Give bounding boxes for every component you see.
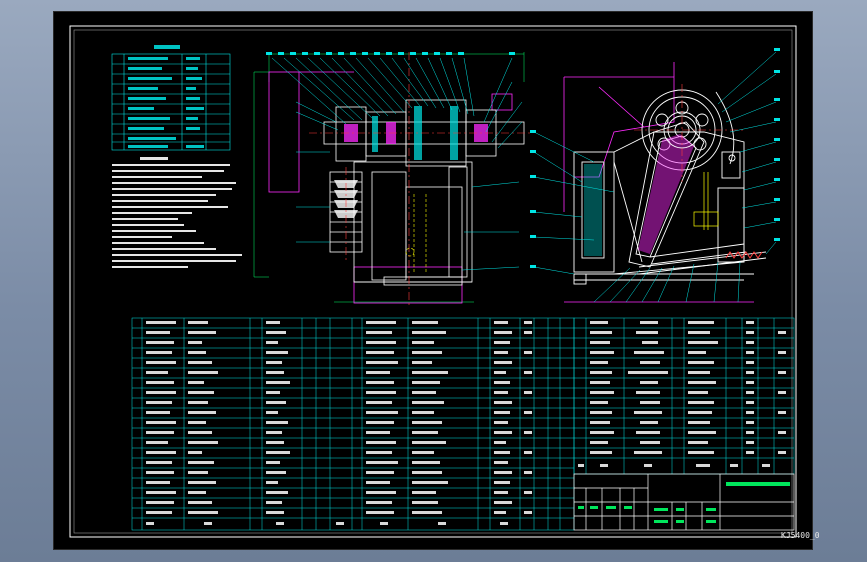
inner-frame bbox=[73, 29, 793, 534]
outer-frame bbox=[69, 25, 797, 538]
side-view bbox=[530, 48, 780, 303]
title-block-entries bbox=[578, 482, 790, 523]
drawing-number: KJ5400_0 bbox=[781, 531, 820, 540]
parts-list-right bbox=[573, 317, 795, 475]
parts-list-right-entries bbox=[578, 321, 786, 467]
drawing-sheet: KJ5400_0 bbox=[53, 11, 820, 550]
technical-notes bbox=[112, 157, 242, 268]
title-block bbox=[573, 473, 795, 531]
parameter-table bbox=[111, 53, 231, 151]
parts-list-left bbox=[131, 317, 575, 531]
parameter-table-hatch bbox=[128, 45, 204, 148]
front-view bbox=[253, 52, 532, 307]
assembly-drawing bbox=[69, 25, 797, 538]
parts-list-left-entries bbox=[146, 321, 532, 525]
